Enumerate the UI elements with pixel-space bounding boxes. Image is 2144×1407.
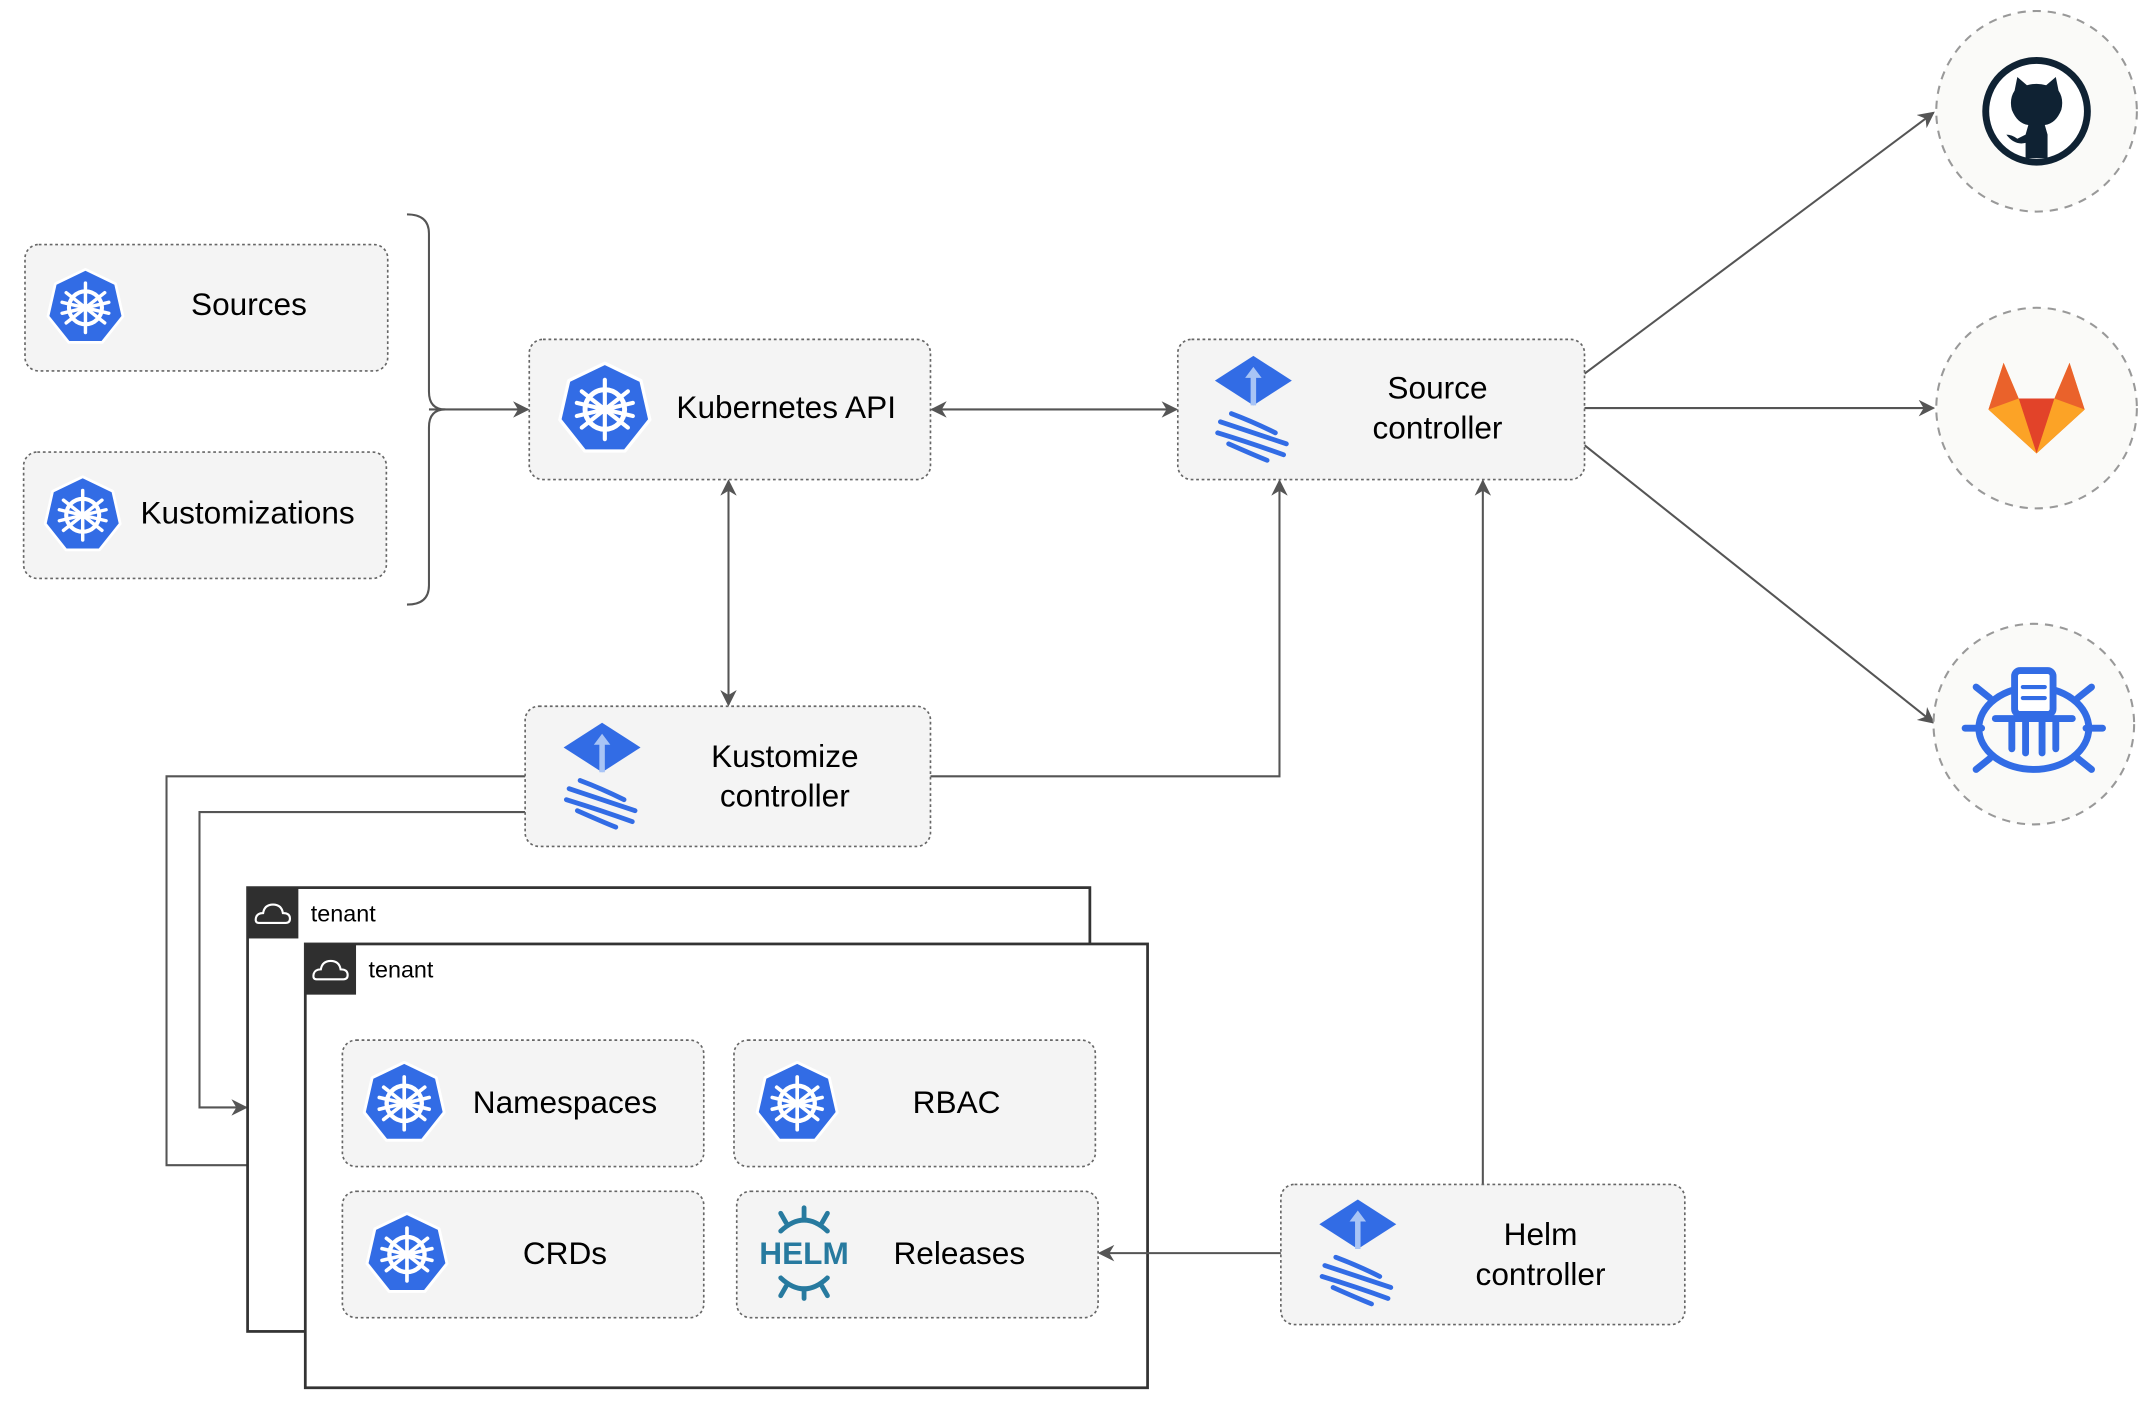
node-label: Sources	[191, 286, 307, 322]
cloud-icon	[247, 887, 299, 939]
tenant-label: tenant	[369, 957, 434, 983]
edge-source-to-bucket	[1583, 444, 1935, 724]
node-label-line-2: controller	[720, 778, 850, 814]
github-icon	[1982, 57, 2091, 166]
node-label: CRDs	[523, 1235, 607, 1271]
node-releases[interactable]: HELM Releases	[735, 1190, 1099, 1319]
tenant-label: tenant	[311, 900, 376, 926]
gitlab-icon	[1988, 362, 2085, 454]
tenant-front[interactable]: tenant Namespaces RBAC CRDs	[303, 942, 1149, 1390]
node-helm-controller[interactable]: Helm controller	[1280, 1183, 1686, 1326]
node-label-line-1: Kustomize	[711, 738, 858, 774]
github-node[interactable]	[1935, 9, 2138, 213]
edge-source-to-github	[1583, 111, 1935, 375]
cloud-icon	[305, 943, 357, 995]
bucket-node[interactable]	[1932, 622, 2136, 826]
brace	[406, 213, 446, 606]
gitlab-node[interactable]	[1935, 306, 2138, 510]
node-namespaces[interactable]: Namespaces	[341, 1039, 705, 1168]
node-label-line-2: controller	[1476, 1256, 1606, 1292]
node-label: Kustomizations	[140, 495, 354, 531]
node-label: RBAC	[913, 1084, 1001, 1120]
node-label: Kubernetes API	[676, 389, 896, 425]
node-rbac[interactable]: RBAC	[733, 1039, 1097, 1168]
node-source-controller[interactable]: Source controller	[1176, 338, 1586, 481]
node-label: Namespaces	[473, 1084, 657, 1120]
node-sources[interactable]: Sources	[24, 243, 389, 372]
node-label: Releases	[893, 1235, 1025, 1271]
helm-icon: HELM	[759, 1205, 849, 1301]
edge-kustomize-to-tenant-1	[198, 811, 526, 1116]
node-label-line-1: Helm	[1504, 1216, 1578, 1252]
node-label-line-2: controller	[1373, 409, 1503, 445]
node-kubernetes-api[interactable]: Kubernetes API	[528, 338, 932, 481]
node-kustomize-controller[interactable]: Kustomize controller	[524, 705, 932, 848]
node-label-line-1: Source	[1387, 370, 1487, 406]
edge-kustomize-to-tenant-2	[165, 775, 526, 1174]
edge-kustomize-to-source	[930, 479, 1288, 778]
helm-wordmark: HELM	[759, 1235, 849, 1271]
bucket-icon	[1961, 667, 2106, 773]
node-crds[interactable]: CRDs	[341, 1190, 705, 1319]
node-kustomizations[interactable]: Kustomizations	[22, 451, 388, 580]
